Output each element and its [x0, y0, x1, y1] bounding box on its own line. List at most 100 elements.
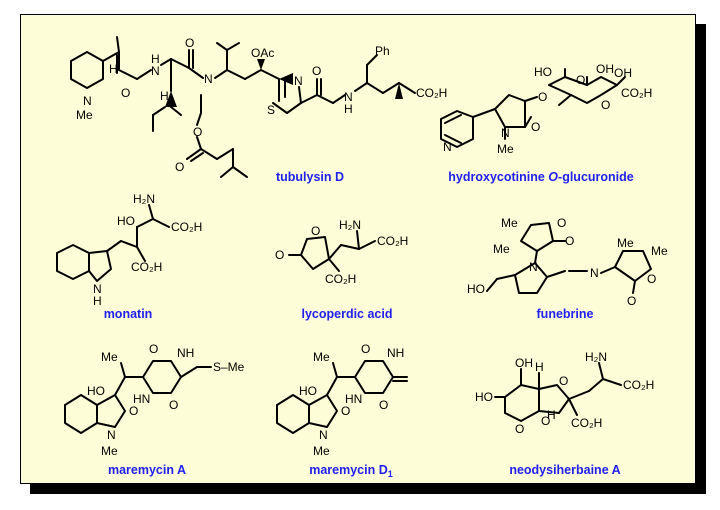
neo-O2: O	[541, 414, 550, 428]
tub-H1: H	[109, 62, 118, 76]
tub-H5: H	[344, 102, 353, 116]
tub-N3: N	[204, 72, 213, 86]
marA-O1: O	[149, 342, 158, 356]
tub-OAc: OAc	[251, 46, 274, 60]
tub-O5: O	[312, 64, 321, 78]
tub-N4: N	[294, 74, 303, 88]
hyd-HO: HO	[534, 65, 552, 79]
fun-Me1: Me	[501, 216, 518, 230]
maremycinD1-structure: Me HO O NH HN O N O Me	[276, 342, 408, 458]
neo-HO: HO	[475, 390, 493, 404]
structures-svg: N Me H O N H H O N OAc O O S N O N H Ph …	[56, 36, 668, 479]
hyd-CO2H: CO₂H	[621, 86, 652, 100]
hyd-O2: O	[601, 98, 610, 112]
neo-OH: OH	[515, 356, 533, 370]
fun-HO: HO	[467, 282, 485, 296]
tub-N1: N	[83, 94, 92, 108]
marA-HO: HO	[87, 384, 105, 398]
tub-H3: H	[160, 89, 169, 103]
marA-HN: HN	[133, 392, 150, 406]
tub-O2: O	[185, 36, 194, 50]
lyc-CO2H1: CO₂H	[377, 234, 408, 248]
hyd-Me: Me	[497, 142, 514, 156]
lycoperdic-structure: O O H₂N CO₂H CO₂H	[275, 218, 408, 286]
tub-O3: O	[193, 125, 202, 139]
marD-Me: Me	[313, 350, 330, 364]
marA-O2: O	[169, 398, 178, 412]
hyd-OH2: OH	[614, 66, 632, 80]
neo-CO2H1: CO₂H	[623, 378, 654, 392]
marD-NH: NH	[387, 346, 404, 360]
fun-O1: O	[557, 216, 566, 230]
label-hydroxycotinine-prefix: hydroxycotinine	[448, 170, 548, 184]
hydroxycotinine-structure: HO O OH OH CO₂H O O N N Me O	[440, 62, 652, 156]
mon-HO: HO	[117, 214, 135, 228]
mon-H: H	[93, 294, 102, 308]
marD-Me2: Me	[313, 444, 330, 458]
neo-H2N: H₂N	[585, 350, 607, 364]
mon-N: N	[93, 282, 102, 296]
tub-N2: N	[151, 64, 160, 78]
tubulysin-structure: N Me H O N H H O N OAc O O S N O N H Ph …	[70, 36, 447, 178]
tub-Ph: Ph	[375, 44, 390, 58]
lyc-CO2H2: CO₂H	[325, 272, 356, 286]
fun-N1: N	[529, 260, 538, 274]
funebrine-structure: Me Me O O N HO N Me Me O O	[467, 216, 668, 308]
fun-O3: O	[647, 272, 656, 286]
fun-Me3: Me	[617, 236, 634, 250]
mon-H2N: H₂N	[133, 192, 155, 206]
label-hydroxycotinine-italic: O	[548, 170, 558, 184]
neo-O3: O	[515, 422, 524, 436]
marA-NH: NH	[177, 346, 194, 360]
label-tubulysin: tubulysin D	[276, 170, 344, 184]
marA-N: N	[107, 428, 116, 442]
marD-N: N	[319, 428, 328, 442]
tub-CO2H: CO₂H	[416, 86, 447, 100]
hyd-N: N	[443, 140, 452, 154]
mon-CO2H2: CO₂H	[131, 260, 162, 274]
marA-O3: O	[129, 404, 138, 418]
marD-O2: O	[379, 398, 388, 412]
label-maremycinA: maremycin A	[108, 463, 186, 477]
label-neodysiherbaine: neodysiherbaine A	[509, 463, 620, 477]
hyd-O: O	[576, 73, 585, 87]
marD-HO: HO	[299, 384, 317, 398]
maremycinA-structure: Me HO O NH HN O S–Me N O Me	[64, 342, 245, 458]
label-hydroxycotinine: hydroxycotinine O-glucuronide	[448, 170, 634, 184]
marA-S: S–Me	[213, 360, 245, 374]
fun-Me4: Me	[651, 244, 668, 258]
marD-HN: HN	[345, 392, 362, 406]
fun-Me2: Me	[493, 242, 510, 256]
marD-O3: O	[341, 404, 350, 418]
label-maremycinD1: maremycin D1	[309, 463, 393, 479]
fun-O2: O	[565, 234, 574, 248]
marA-Me2: Me	[101, 444, 118, 458]
neo-H1: H	[535, 360, 544, 374]
lyc-O1: O	[275, 248, 284, 262]
monatin-structure: H₂N HO CO₂H CO₂H N H	[56, 192, 202, 308]
label-maremycinD1-sub: 1	[388, 469, 393, 479]
tub-S: S	[267, 103, 275, 117]
hyd-N2: N	[501, 126, 510, 140]
structures-panel: N Me H O N H H O N OAc O O S N O N H Ph …	[20, 14, 696, 484]
neo-CO2H2: CO₂H	[571, 416, 602, 430]
marA-Me: Me	[101, 350, 118, 364]
tub-Me1: Me	[76, 108, 93, 122]
marD-O1: O	[361, 342, 370, 356]
mon-CO2H1: CO₂H	[171, 220, 202, 234]
label-lycoperdic: lycoperdic acid	[301, 307, 392, 321]
hyd-OH: OH	[596, 62, 614, 76]
tub-N5: N	[344, 90, 353, 104]
tub-O1: O	[121, 86, 130, 100]
label-maremycinD1-main: maremycin D	[309, 463, 388, 477]
lyc-H2N: H₂N	[339, 218, 361, 232]
neo-O1: O	[559, 374, 568, 388]
label-funebrine: funebrine	[537, 307, 594, 321]
lyc-O2: O	[311, 224, 320, 238]
label-monatin: monatin	[104, 307, 153, 321]
fun-N2: N	[590, 266, 599, 280]
hyd-O3: O	[538, 90, 547, 104]
tub-H2: H	[151, 52, 160, 66]
neo-H2: H	[547, 408, 556, 422]
neodysiherbaine-structure: OH HO H H₂N CO₂H O O O H CO₂H	[475, 350, 654, 436]
